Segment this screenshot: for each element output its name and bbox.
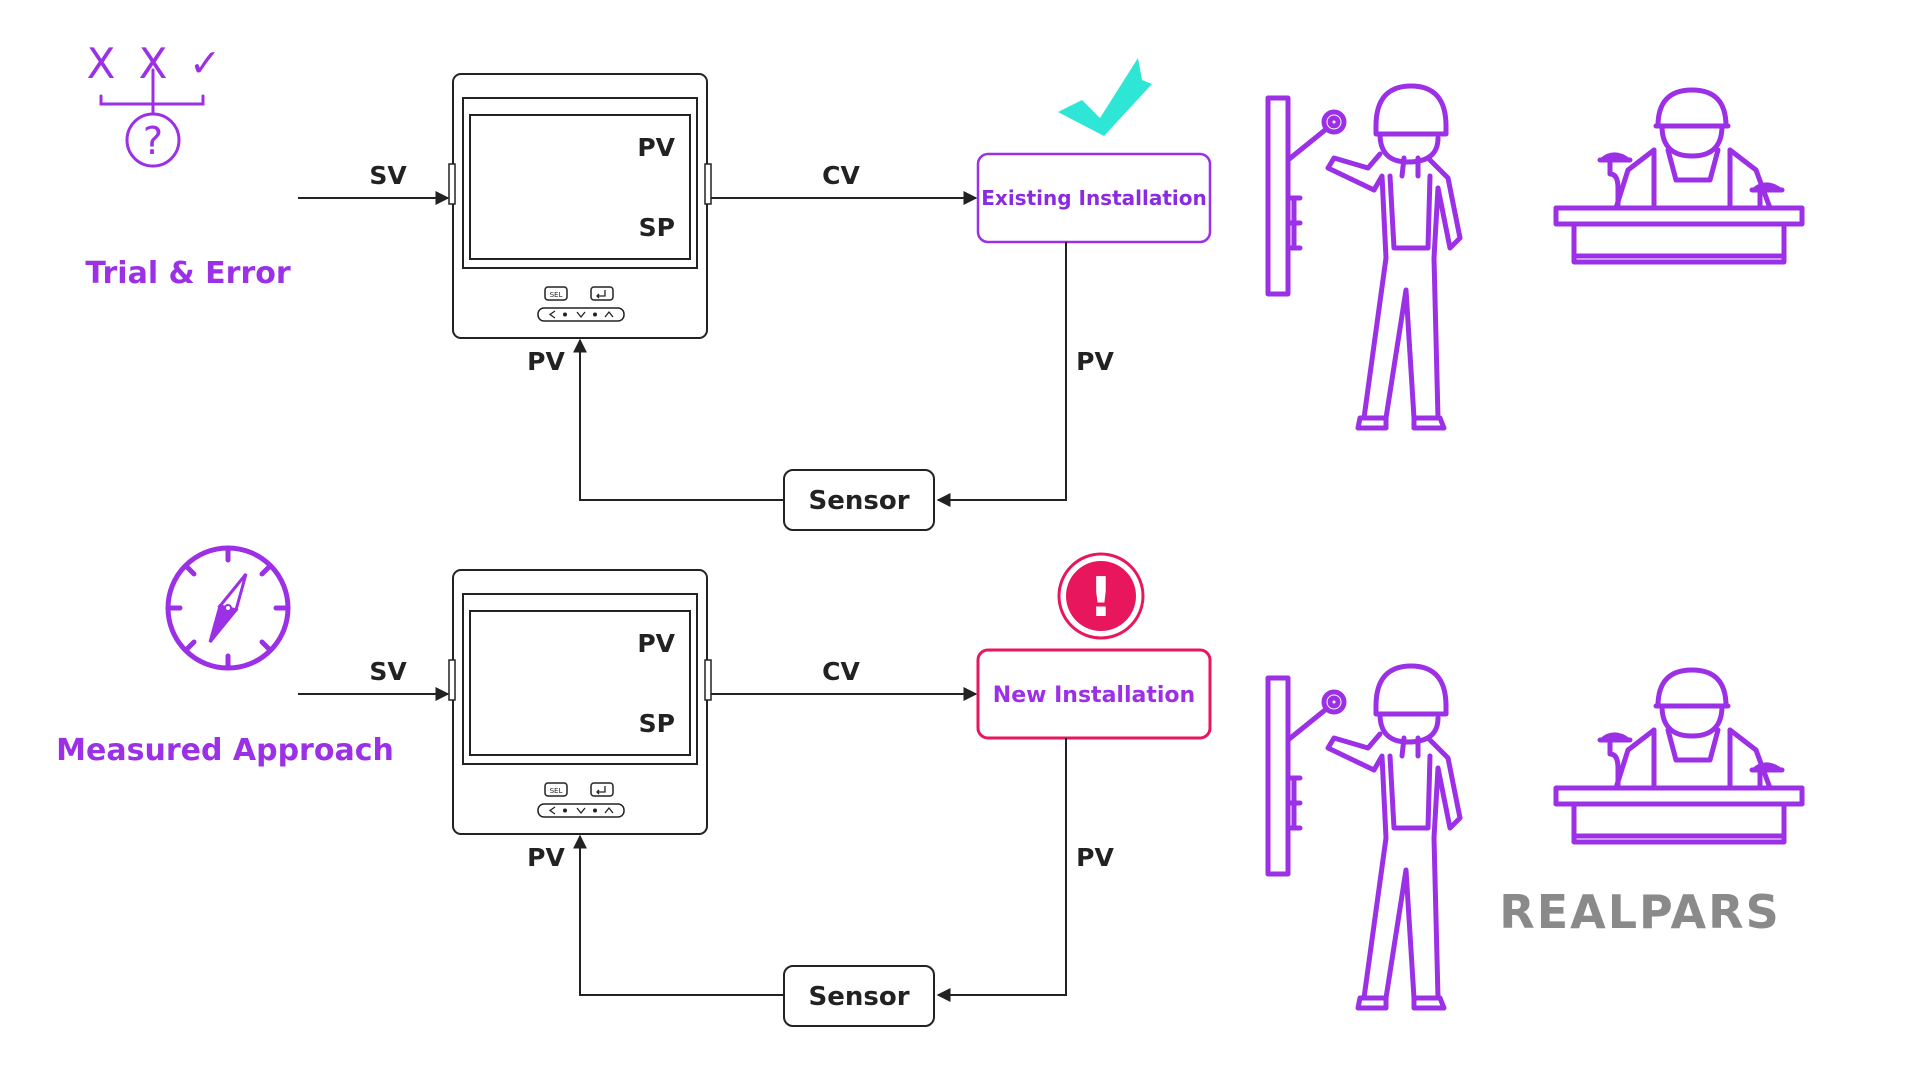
new-installation-box [976,648,1212,740]
controller-pv-label: PV [637,133,675,162]
sel-key-label: SEL [550,291,563,299]
existing-installation-label: Existing Installation [981,186,1207,210]
exclamation-icon: ! [1057,552,1145,640]
x-mark-1: X [87,39,116,88]
worker-workbench-icon [1556,90,1802,262]
sensor-label-top: Sensor [808,486,909,516]
question-mark: ? [143,119,163,163]
sv-label: SV [369,657,407,686]
controller-bottom: PV SP SEL [448,569,712,835]
realpars-watermark: REALPARS [1499,885,1780,939]
pv-left-label: PV [527,843,565,872]
worker-wall-panel-icon [1268,86,1460,428]
pv-right-label: PV [1076,843,1114,872]
controller-top: PV SP SEL [448,73,712,339]
x-mark-2: X [139,39,168,88]
sensor-label-bottom: Sensor [808,982,909,1012]
check-mark-small: ✓ [189,41,221,85]
sel-key-label: SEL [550,787,563,795]
controller-sp-label: SP [639,709,675,738]
trial-error-caption: Trial & Error [85,256,291,291]
cv-label: CV [822,657,860,686]
pv-right-label: PV [1076,347,1114,376]
top-row: X X ✓ ? Trial & Error PV SP SEL SV CV Ex… [85,39,1802,531]
sv-label: SV [369,161,407,190]
worker-wall-panel-icon [1268,666,1460,1008]
pv-feedback-line-left [573,338,784,501]
pv-feedback-line-right [936,738,1067,1002]
checkmark-icon [1058,58,1152,136]
bottom-row: Measured Approach PV SP SEL SV CV New In… [56,548,1802,1027]
existing-installation-box [976,152,1212,244]
exclamation-symbol: ! [1089,566,1114,629]
trial-error-icon: X X ✓ ? [87,39,221,168]
new-installation-label: New Installation [993,683,1195,708]
controller-pv-label: PV [637,629,675,658]
pv-feedback-line-right [936,242,1067,507]
measured-approach-caption: Measured Approach [56,733,394,768]
cv-label: CV [822,161,860,190]
pv-feedback-line-left [573,834,784,996]
worker-workbench-icon [1556,670,1802,842]
compass-icon [168,548,288,668]
pv-left-label: PV [527,347,565,376]
controller-sp-label: SP [639,213,675,242]
